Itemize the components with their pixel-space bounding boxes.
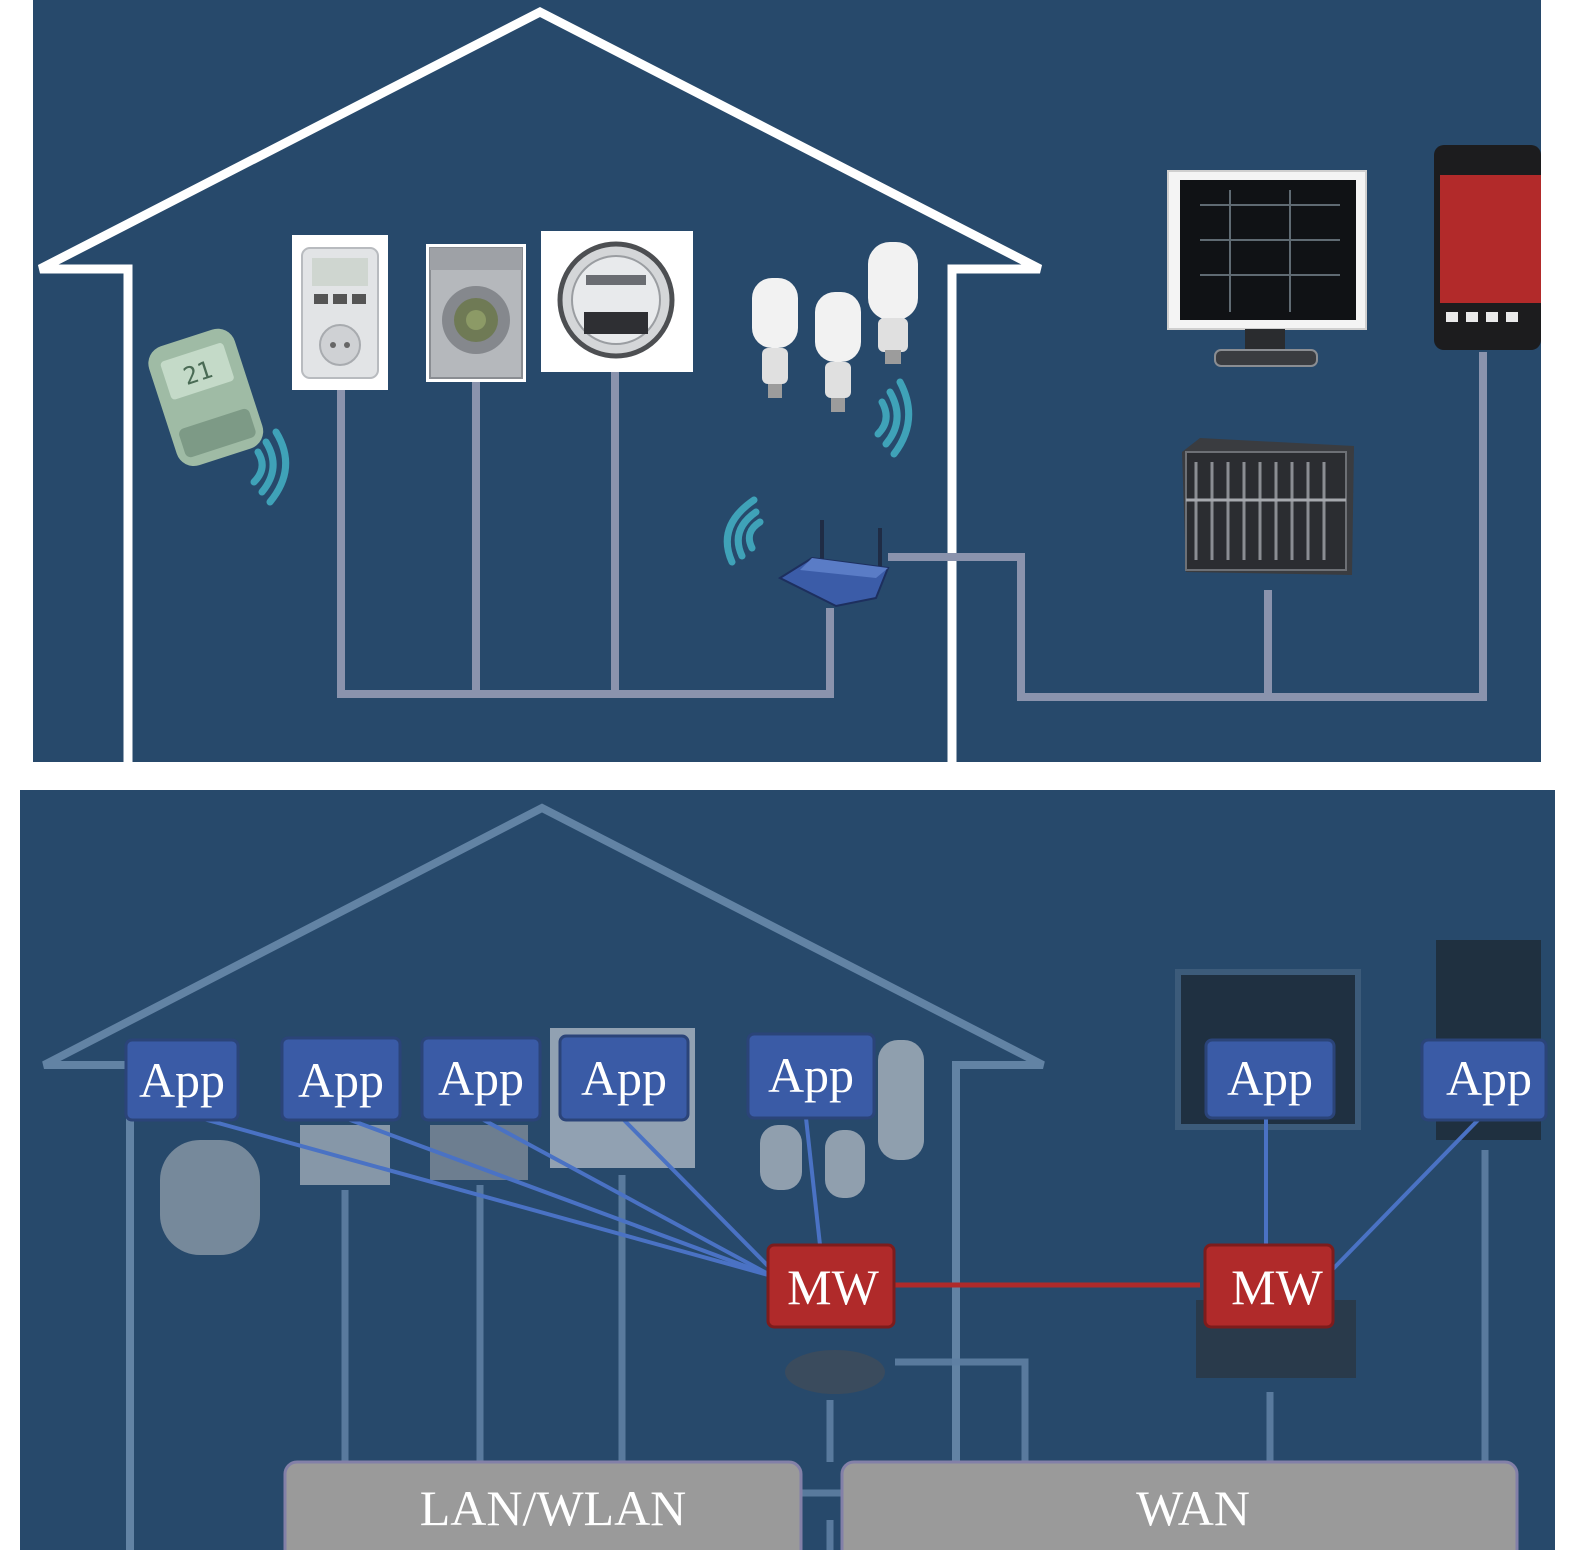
wan-wiring: [888, 352, 1487, 701]
smartphone-icon: [1434, 145, 1541, 350]
wifi-router-icon: [785, 1350, 885, 1394]
cfl-bulbs-icon: [760, 1040, 924, 1198]
middleware-label: MW: [1231, 1259, 1323, 1315]
app-box: App: [558, 1034, 690, 1122]
thermostat-valve-icon: 21: [148, 328, 264, 467]
wireless-signal-icon: [874, 378, 913, 458]
app-label: App: [298, 1052, 384, 1108]
washing-machine-icon: [426, 244, 526, 382]
faded-wiring: [341, 1150, 1489, 1550]
app-box: App: [420, 1036, 542, 1122]
app-middleware-links: [199, 1110, 1482, 1278]
desktop-monitor-icon: [1167, 170, 1367, 367]
app-box: App: [1204, 1038, 1336, 1120]
app-label: App: [1227, 1050, 1313, 1106]
lan-wiring: [337, 370, 834, 698]
app-box: App: [746, 1032, 876, 1120]
app-box: App: [280, 1036, 402, 1122]
energy-meter-plug-icon: [300, 1125, 390, 1185]
app-label: App: [1446, 1050, 1532, 1106]
house-outline: [37, 6, 1043, 762]
app-label: App: [139, 1052, 225, 1108]
energy-meter-plug-icon: [292, 235, 388, 390]
electricity-meter-icon: [541, 231, 693, 372]
software-layer-panel: App App App App App App App MW MW LAN/WL…: [20, 790, 1555, 1550]
server-rack-icon: [1182, 438, 1354, 575]
wifi-router-icon: [777, 520, 890, 608]
thermostat-valve-icon: [160, 1140, 260, 1255]
washing-machine-icon: [430, 1125, 528, 1180]
lan-wlan-label: LAN/WLAN: [420, 1480, 687, 1536]
middleware-label: MW: [787, 1259, 879, 1315]
wireless-signal-icon: [723, 496, 764, 566]
physical-network-panel: 21: [33, 0, 1541, 762]
wan-bar: WAN: [840, 1460, 1519, 1550]
wan-label: WAN: [1136, 1480, 1250, 1536]
app-box: App: [124, 1038, 240, 1122]
cfl-bulbs-icon: [752, 242, 918, 412]
app-label: App: [768, 1047, 854, 1103]
app-label: App: [438, 1050, 524, 1106]
wireless-signal-icon: [250, 428, 290, 506]
app-box: App: [1420, 1038, 1548, 1122]
lan-wlan-bar: LAN/WLAN: [283, 1460, 803, 1550]
middleware-box: MW: [766, 1243, 896, 1329]
app-label: App: [581, 1050, 667, 1106]
middleware-box: MW: [1203, 1243, 1335, 1329]
